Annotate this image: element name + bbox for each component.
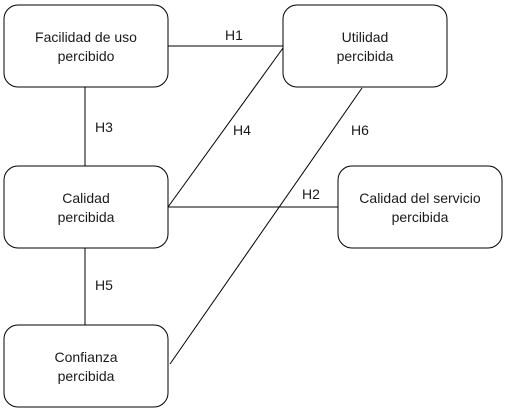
node-utilidad-percibida: Utilidad percibida <box>282 4 448 88</box>
edge-label-h2: H2 <box>302 186 320 202</box>
edge-label-h5: H5 <box>95 277 113 293</box>
node-calidad-servicio-line-2: percibida <box>392 209 449 225</box>
node-confianza-line-2: percibida <box>58 368 115 384</box>
node-calidad-line-2: percibida <box>58 209 115 225</box>
edge-label-h6: H6 <box>351 122 369 138</box>
edge-label-h4: H4 <box>233 122 251 138</box>
node-calidad-percibida: Calidad percibida <box>3 165 169 249</box>
node-confianza-percibida: Confianza percibida <box>3 324 169 408</box>
node-calidad-del-servicio: Calidad del servicio percibida <box>337 165 503 249</box>
node-facilidad-de-uso: Facilidad de uso percibido <box>3 4 169 88</box>
node-confianza-line-1: Confianza <box>54 349 117 365</box>
edge-label-h3: H3 <box>95 119 113 135</box>
edge-h4 <box>167 47 284 208</box>
node-utilidad-line-2: percibida <box>337 48 394 64</box>
edge-label-h1: H1 <box>225 27 243 43</box>
node-utilidad-line-1: Utilidad <box>342 29 389 45</box>
node-calidad-servicio-line-1: Calidad del servicio <box>359 190 481 206</box>
node-facilidad-line-1: Facilidad de uso <box>35 29 137 45</box>
node-facilidad-line-2: percibido <box>58 48 115 64</box>
edge-h6 <box>169 87 363 365</box>
node-calidad-line-1: Calidad <box>62 190 109 206</box>
